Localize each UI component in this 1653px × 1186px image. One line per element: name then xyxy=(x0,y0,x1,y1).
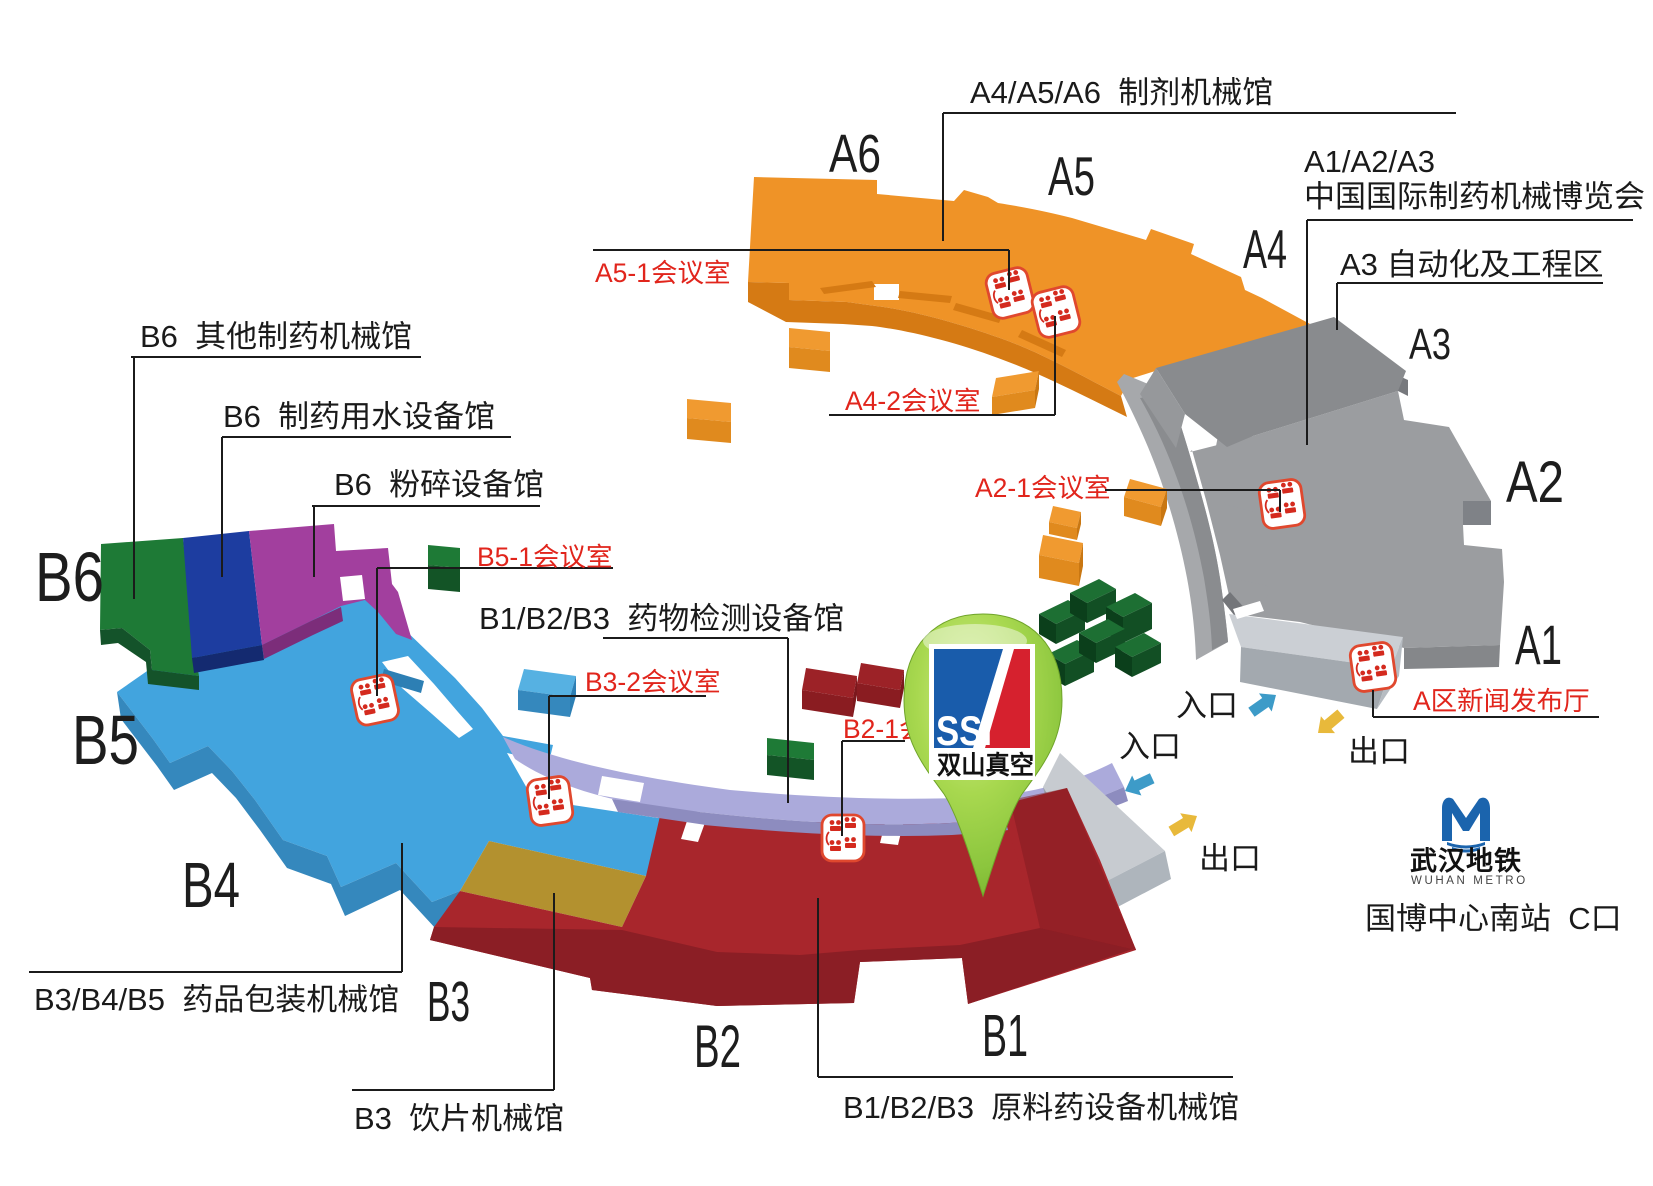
svg-text:双山真空: 双山真空 xyxy=(937,745,1034,782)
svg-text:入口: 入口 xyxy=(1176,680,1238,725)
svg-text:B3-2会议室: B3-2会议室 xyxy=(585,660,720,699)
svg-text:A3: A3 xyxy=(1409,320,1451,369)
svg-text:B6 粉碎设备馆: B6 粉碎设备馆 xyxy=(334,459,544,504)
svg-text:出口: 出口 xyxy=(1199,833,1261,878)
svg-text:A4/A5/A6 制剂机械馆: A4/A5/A6 制剂机械馆 xyxy=(970,67,1273,112)
svg-text:B2: B2 xyxy=(694,1013,741,1080)
svg-text:A5: A5 xyxy=(1048,145,1095,207)
svg-text:B1/B2/B3 药物检测设备馆: B1/B2/B3 药物检测设备馆 xyxy=(479,593,844,638)
svg-text:B3 饮片机械馆: B3 饮片机械馆 xyxy=(354,1093,564,1138)
svg-text:B5-1会议室: B5-1会议室 xyxy=(477,535,612,574)
svg-text:WUHAN METRO: WUHAN METRO xyxy=(1411,875,1528,887)
svg-text:B3: B3 xyxy=(427,970,470,1034)
svg-text:B1: B1 xyxy=(982,1003,1028,1069)
svg-text:出口: 出口 xyxy=(1348,726,1410,771)
svg-text:入口: 入口 xyxy=(1119,721,1181,766)
svg-text:A3 自动化及工程区: A3 自动化及工程区 xyxy=(1340,239,1604,284)
svg-text:A2: A2 xyxy=(1506,450,1564,515)
svg-text:A6: A6 xyxy=(829,124,881,184)
svg-text:A2-1会议室: A2-1会议室 xyxy=(975,466,1110,505)
svg-text:A区新闻发布厅: A区新闻发布厅 xyxy=(1413,679,1590,718)
svg-text:A1/A2/A3: A1/A2/A3 xyxy=(1304,136,1435,181)
svg-text:A4-2会议室: A4-2会议室 xyxy=(845,379,980,418)
svg-text:A5-1会议室: A5-1会议室 xyxy=(595,251,730,290)
svg-text:B6: B6 xyxy=(35,538,104,616)
svg-text:国博中心南站 C口: 国博中心南站 C口 xyxy=(1365,893,1622,938)
svg-text:武汉地铁: 武汉地铁 xyxy=(1410,839,1522,878)
svg-text:B5: B5 xyxy=(72,701,139,779)
svg-text:B3/B4/B5 药品包装机械馆: B3/B4/B5 药品包装机械馆 xyxy=(34,974,399,1019)
svg-text:B6 制药用水设备馆: B6 制药用水设备馆 xyxy=(223,391,495,436)
svg-text:中国国际制药机械博览会: 中国国际制药机械博览会 xyxy=(1304,171,1645,216)
svg-text:SSI: SSI xyxy=(936,707,992,754)
svg-text:A4: A4 xyxy=(1243,218,1287,280)
svg-text:B4: B4 xyxy=(182,849,240,921)
svg-text:B1/B2/B3 原料药设备机械馆: B1/B2/B3 原料药设备机械馆 xyxy=(843,1082,1239,1127)
svg-text:A1: A1 xyxy=(1515,613,1562,676)
svg-text:B6 其他制药机械馆: B6 其他制药机械馆 xyxy=(140,311,412,356)
